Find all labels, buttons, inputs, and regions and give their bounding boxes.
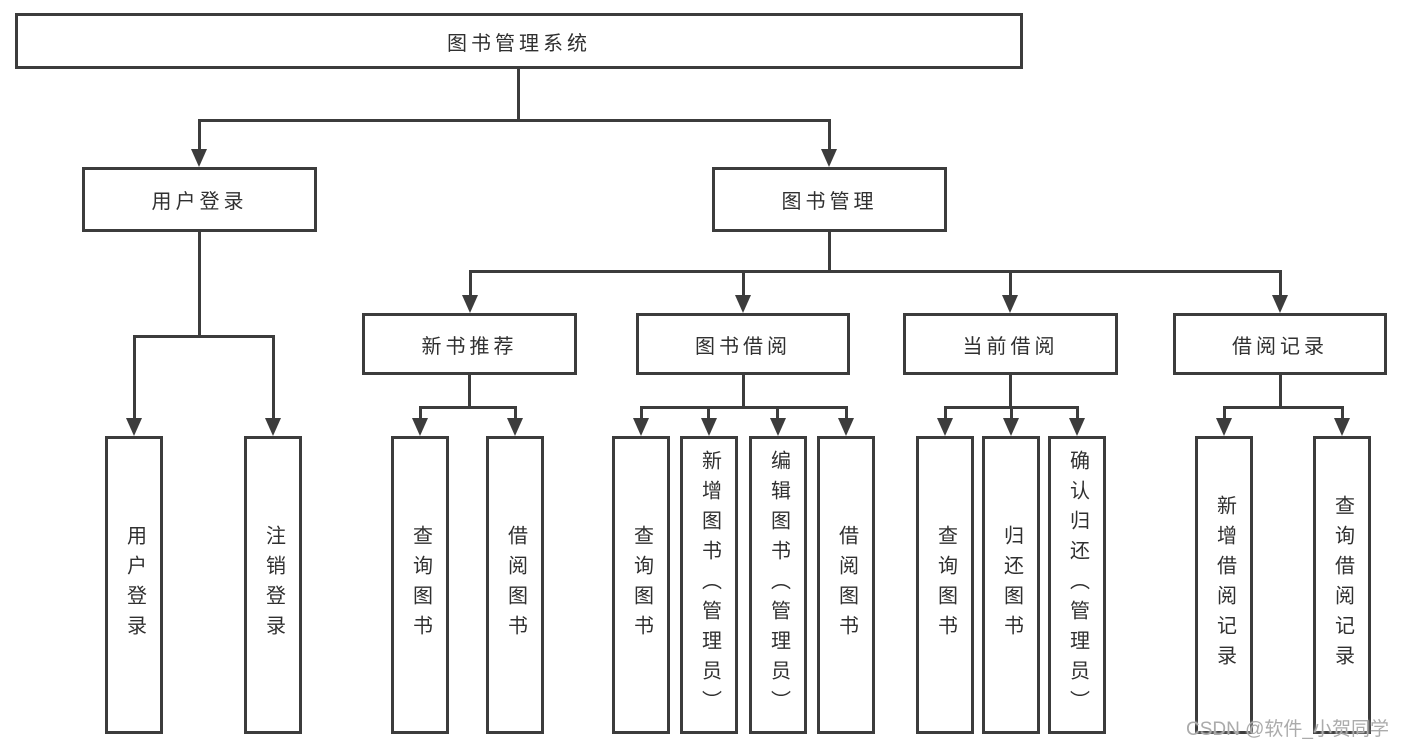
- leaf-label: 新增图书（管理员）: [698, 450, 721, 720]
- connector-borrow-record-split: [1223, 406, 1344, 409]
- arrow-down-icon: [265, 418, 281, 436]
- node-leaf-query-book-borrow: 查询图书: [612, 436, 670, 734]
- connector-stem-leaf: [1010, 406, 1013, 420]
- arrow-down-icon: [937, 418, 953, 436]
- connector-stem-leaf: [514, 406, 517, 420]
- connector-stem-leaf: [707, 406, 710, 420]
- connector-stem-leaf: [1076, 406, 1079, 420]
- node-root: 图书管理系统: [15, 13, 1023, 69]
- arrow-down-icon: [1069, 418, 1085, 436]
- node-leaf-edit-book-admin: 编辑图书（管理员）: [749, 436, 807, 734]
- node-leaf-user-login: 用户登录: [105, 436, 163, 734]
- arrow-down-icon: [633, 418, 649, 436]
- connector-borrow-record-stem: [1279, 375, 1282, 409]
- node-leaf-add-borrow-record: 新增借阅记录: [1195, 436, 1253, 734]
- leaf-label: 借阅图书: [504, 525, 527, 645]
- connector-user-login-stem: [198, 232, 201, 338]
- leaf-label: 查询借阅记录: [1331, 495, 1354, 675]
- connector-stem-new-book: [469, 270, 472, 297]
- arrow-down-icon: [126, 418, 142, 436]
- leaf-label: 确认归还（管理员）: [1066, 450, 1089, 720]
- connector-stem-leaf: [776, 406, 779, 420]
- watermark: CSDN @软件_小贺同学: [1186, 719, 1389, 740]
- node-leaf-return-book: 归还图书: [982, 436, 1040, 734]
- leaf-label: 用户登录: [123, 525, 146, 645]
- arrow-down-icon: [770, 418, 786, 436]
- arrow-down-icon: [462, 295, 478, 313]
- arrow-down-icon: [821, 149, 837, 167]
- arrow-down-icon: [1334, 418, 1350, 436]
- leaf-label: 借阅图书: [835, 525, 858, 645]
- connector-stem-leaf: [1223, 406, 1226, 420]
- connector-stem-leaf: [272, 335, 275, 420]
- connector-book-borrow-stem: [742, 375, 745, 409]
- node-leaf-query-book-current: 查询图书: [916, 436, 974, 734]
- node-book-management: 图书管理: [712, 167, 947, 232]
- arrow-down-icon: [1003, 418, 1019, 436]
- arrow-down-icon: [838, 418, 854, 436]
- connector-stem-leaf: [944, 406, 947, 420]
- arrow-down-icon: [1272, 295, 1288, 313]
- leaf-label: 编辑图书（管理员）: [767, 450, 790, 720]
- connector-stem-leaf: [1341, 406, 1344, 420]
- leaf-label: 查询图书: [934, 525, 957, 645]
- leaf-label: 查询图书: [630, 525, 653, 645]
- node-leaf-query-book-recommend: 查询图书: [391, 436, 449, 734]
- connector-stem-book-borrow: [742, 270, 745, 297]
- connector-stem-leaf: [133, 335, 136, 420]
- leaf-label: 新增借阅记录: [1213, 495, 1236, 675]
- node-leaf-borrow-book-recommend: 借阅图书: [486, 436, 544, 734]
- connector-new-book-stem: [468, 375, 471, 409]
- connector-stem-leaf: [640, 406, 643, 420]
- connector-book-management-split: [469, 270, 1282, 273]
- node-leaf-query-borrow-record: 查询借阅记录: [1313, 436, 1371, 734]
- arrow-down-icon: [412, 418, 428, 436]
- connector-root-stem: [517, 69, 520, 122]
- node-new-book-recommend: 新书推荐: [362, 313, 577, 375]
- connector-stem-book-management: [828, 119, 831, 151]
- arrow-down-icon: [1216, 418, 1232, 436]
- node-leaf-confirm-return-admin: 确认归还（管理员）: [1048, 436, 1106, 734]
- node-leaf-add-book-admin: 新增图书（管理员）: [680, 436, 738, 734]
- arrow-down-icon: [507, 418, 523, 436]
- node-book-borrow: 图书借阅: [636, 313, 850, 375]
- connector-book-borrow-split: [640, 406, 848, 409]
- arrow-down-icon: [701, 418, 717, 436]
- arrow-down-icon: [191, 149, 207, 167]
- leaf-label: 注销登录: [262, 525, 285, 645]
- leaf-label: 查询图书: [409, 525, 432, 645]
- connector-stem-leaf: [419, 406, 422, 420]
- connector-book-management-stem: [828, 232, 831, 273]
- arrow-down-icon: [735, 295, 751, 313]
- node-current-borrow: 当前借阅: [903, 313, 1118, 375]
- connector-new-book-split: [419, 406, 517, 409]
- connector-stem-current-borrow: [1009, 270, 1012, 297]
- connector-stem-borrow-record: [1279, 270, 1282, 297]
- connector-root-split: [198, 119, 831, 122]
- arrow-down-icon: [1002, 295, 1018, 313]
- leaf-label: 归还图书: [1000, 525, 1023, 645]
- connector-user-login-split: [133, 335, 275, 338]
- node-user-login: 用户登录: [82, 167, 317, 232]
- connector-current-borrow-stem: [1009, 375, 1012, 409]
- connector-stem-leaf: [845, 406, 848, 420]
- connector-stem-user-login: [198, 119, 201, 151]
- node-leaf-logout: 注销登录: [244, 436, 302, 734]
- node-borrow-record: 借阅记录: [1173, 313, 1387, 375]
- node-leaf-borrow-book: 借阅图书: [817, 436, 875, 734]
